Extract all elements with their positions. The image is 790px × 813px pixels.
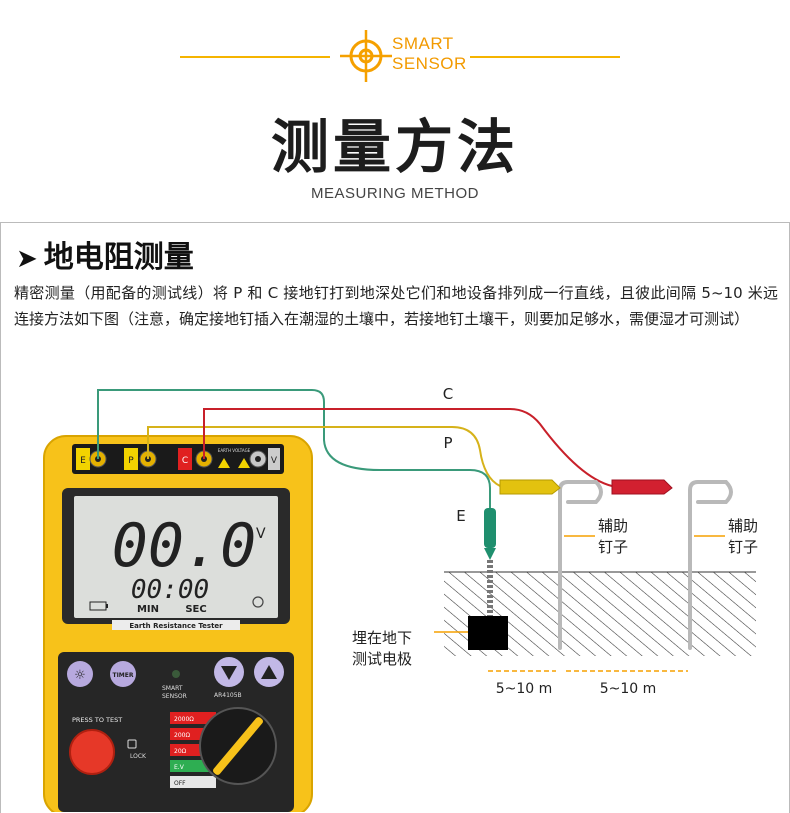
- terminal-c-tag: [178, 448, 192, 470]
- terminal-v-hole: [255, 456, 261, 462]
- aux-spike-1-label-b: 钉子: [598, 538, 628, 556]
- earth-resistance-tester-device: E P C EARTH VOLTAGE V 00.0 V 00:00 MIN S…: [43, 435, 313, 812]
- distance-label-1: 5~10 m: [496, 681, 553, 697]
- aux-spike-1: [558, 480, 603, 650]
- buried-label-b: 测试电极: [352, 650, 412, 668]
- brand-line-1: SMART: [162, 685, 183, 692]
- lock-label: LOCK: [130, 753, 147, 760]
- aux-spike-2: [688, 480, 733, 650]
- arrow-right-icon: ➤: [16, 244, 38, 274]
- lcd-timer-reading: 00:00: [131, 575, 209, 605]
- aux-spike-2-label-b: 钉子: [728, 538, 758, 556]
- lcd-main-reading: 00.0: [112, 511, 257, 581]
- timer-button-label: TIMER: [112, 672, 133, 679]
- status-led: [172, 670, 180, 678]
- connection-diagram: E P C EARTH VOLTAGE V 00.0 V 00:00 MIN S…: [43, 385, 758, 812]
- terminal-p-label: P: [128, 456, 134, 466]
- terminal-c-label: C: [182, 456, 188, 466]
- range-200-label: 200Ω: [174, 732, 190, 739]
- logo-line-1: SMART: [392, 34, 454, 53]
- model-plate-text: Earth Resistance Tester: [129, 622, 223, 630]
- brand-line-2: SENSOR: [162, 693, 187, 700]
- terminal-e-label: E: [80, 456, 86, 466]
- timer-button[interactable]: [110, 661, 136, 687]
- warning-label: EARTH VOLTAGE: [218, 448, 251, 453]
- logo-divider-right: [470, 56, 620, 58]
- distance-label-2: 5~10 m: [600, 681, 657, 697]
- brand-logo-text: SMART SENSOR: [392, 34, 467, 74]
- warning-triangle-icon-2: [238, 458, 250, 468]
- model-plate: [112, 620, 240, 630]
- range-2000-label: 2000Ω: [174, 716, 194, 723]
- range-2000-band: [170, 712, 216, 724]
- page-title: 测量方法: [270, 113, 519, 181]
- backlight-button[interactable]: [67, 661, 93, 687]
- label-p: P: [443, 434, 452, 452]
- triangle-up-icon: [261, 665, 277, 679]
- wire-e-green: [97, 389, 491, 510]
- range-off-label: OFF: [174, 780, 186, 787]
- triangle-down-icon: [221, 666, 237, 680]
- page-subtitle: MEASURING METHOD: [310, 185, 479, 202]
- lcd-unit: V: [256, 526, 266, 542]
- lcd-screen: [74, 496, 278, 618]
- terminal-v-label: V: [271, 456, 278, 466]
- probe-e-tip: [484, 548, 496, 560]
- logo-line-2: SENSOR: [392, 54, 467, 73]
- section-description: 精密测量（用配备的测试线）将 P 和 C 接地钉打到地深处它们和地设备排列成一行…: [14, 284, 778, 328]
- battery-tip: [106, 604, 108, 608]
- terminal-e-tag: [76, 448, 90, 470]
- buried-label-a: 埋在地下: [352, 629, 412, 647]
- model-number: AR4105B: [214, 692, 242, 699]
- buried-electrode: [468, 616, 508, 650]
- aux-spike-2-label-a: 辅助: [728, 517, 758, 535]
- aux-spike-1-label-a: 辅助: [598, 517, 628, 535]
- wire-c-red: [203, 408, 613, 487]
- probe-e-clip: [484, 508, 496, 548]
- section-title: ➤地电阻测量: [16, 232, 194, 276]
- range-dial-pointer: [213, 717, 263, 775]
- logo-divider-left: [180, 56, 330, 58]
- clip-c-red: [611, 479, 673, 495]
- clip-p-yellow: [499, 479, 561, 495]
- range-ev-label: E.V: [174, 764, 185, 771]
- page-header: SMART SENSOR 测量方法 MEASURING METHOD: [0, 0, 790, 222]
- lock-icon: [127, 739, 137, 749]
- wire-p-yellow: [147, 426, 501, 487]
- terminal-v-tag: [268, 448, 280, 470]
- test-button[interactable]: [69, 729, 115, 775]
- section-title-text: 地电阻测量: [43, 240, 194, 275]
- press-to-test-label: PRESS TO TEST: [72, 716, 122, 724]
- range-off-band: [170, 776, 216, 788]
- label-e: E: [456, 507, 465, 525]
- warning-triangle-icon: [218, 458, 230, 468]
- lcd-sec-label: SEC: [185, 604, 206, 615]
- sun-icon: ☼: [74, 668, 86, 683]
- terminal-p-tag: [124, 448, 138, 470]
- label-c: C: [443, 385, 453, 403]
- lcd-min-label: MIN: [137, 604, 159, 615]
- crosshair-logo-icon: [340, 30, 392, 82]
- backlight-bulb-icon: [252, 596, 264, 608]
- range-20-label: 20Ω: [174, 748, 187, 755]
